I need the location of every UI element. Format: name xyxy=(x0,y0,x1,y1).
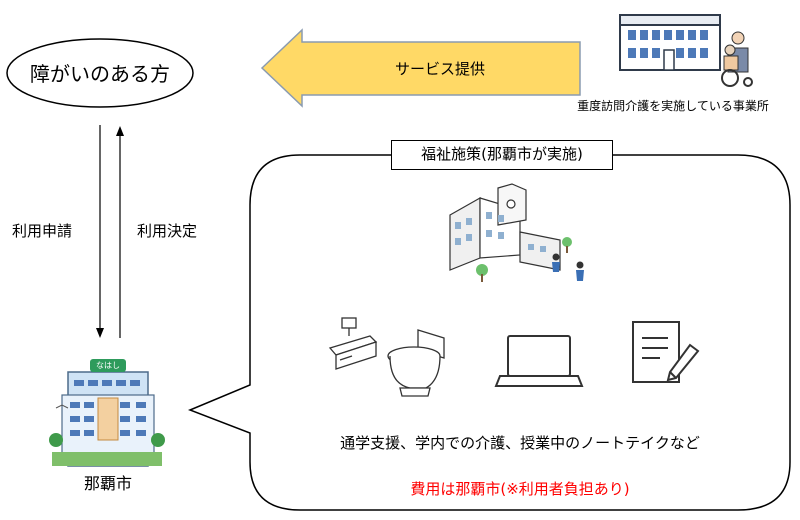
provider-building-icon xyxy=(619,14,721,71)
welfare-title: 福祉施策(那覇市が実施) xyxy=(421,145,583,163)
city-building-sign: なはし xyxy=(96,361,120,370)
person-label: 障がいのある方 xyxy=(30,62,170,86)
decision-arrow xyxy=(116,126,124,338)
welfare-description: 通学支援、学内での介護、授業中のノートテイクなど xyxy=(340,434,700,452)
service-arrow-label: サービス提供 xyxy=(394,60,485,78)
toilet-icon xyxy=(387,329,445,397)
desk-tv-icon xyxy=(328,317,378,370)
cost-note: 費用は那覇市(※利用者負担あり) xyxy=(410,480,630,498)
person-ellipse xyxy=(6,38,194,108)
provider-label: 重度訪問介護を実施している事業所 xyxy=(577,99,769,113)
apply-label: 利用申請 xyxy=(12,222,73,240)
city-label: 那覇市 xyxy=(83,474,132,493)
laptop-icon xyxy=(494,335,584,387)
apply-arrow xyxy=(96,125,104,338)
note-pencil-icon xyxy=(632,321,700,383)
naha-city-hall-icon xyxy=(49,359,165,467)
welfare-title-box: 福祉施策(那覇市が実施) xyxy=(391,140,613,170)
welfare-bubble xyxy=(187,154,791,511)
service-arrow xyxy=(260,28,581,108)
school-building-icon xyxy=(449,183,584,282)
decision-label: 利用決定 xyxy=(137,222,198,240)
wheelchair-caregiver-icon xyxy=(721,31,753,87)
